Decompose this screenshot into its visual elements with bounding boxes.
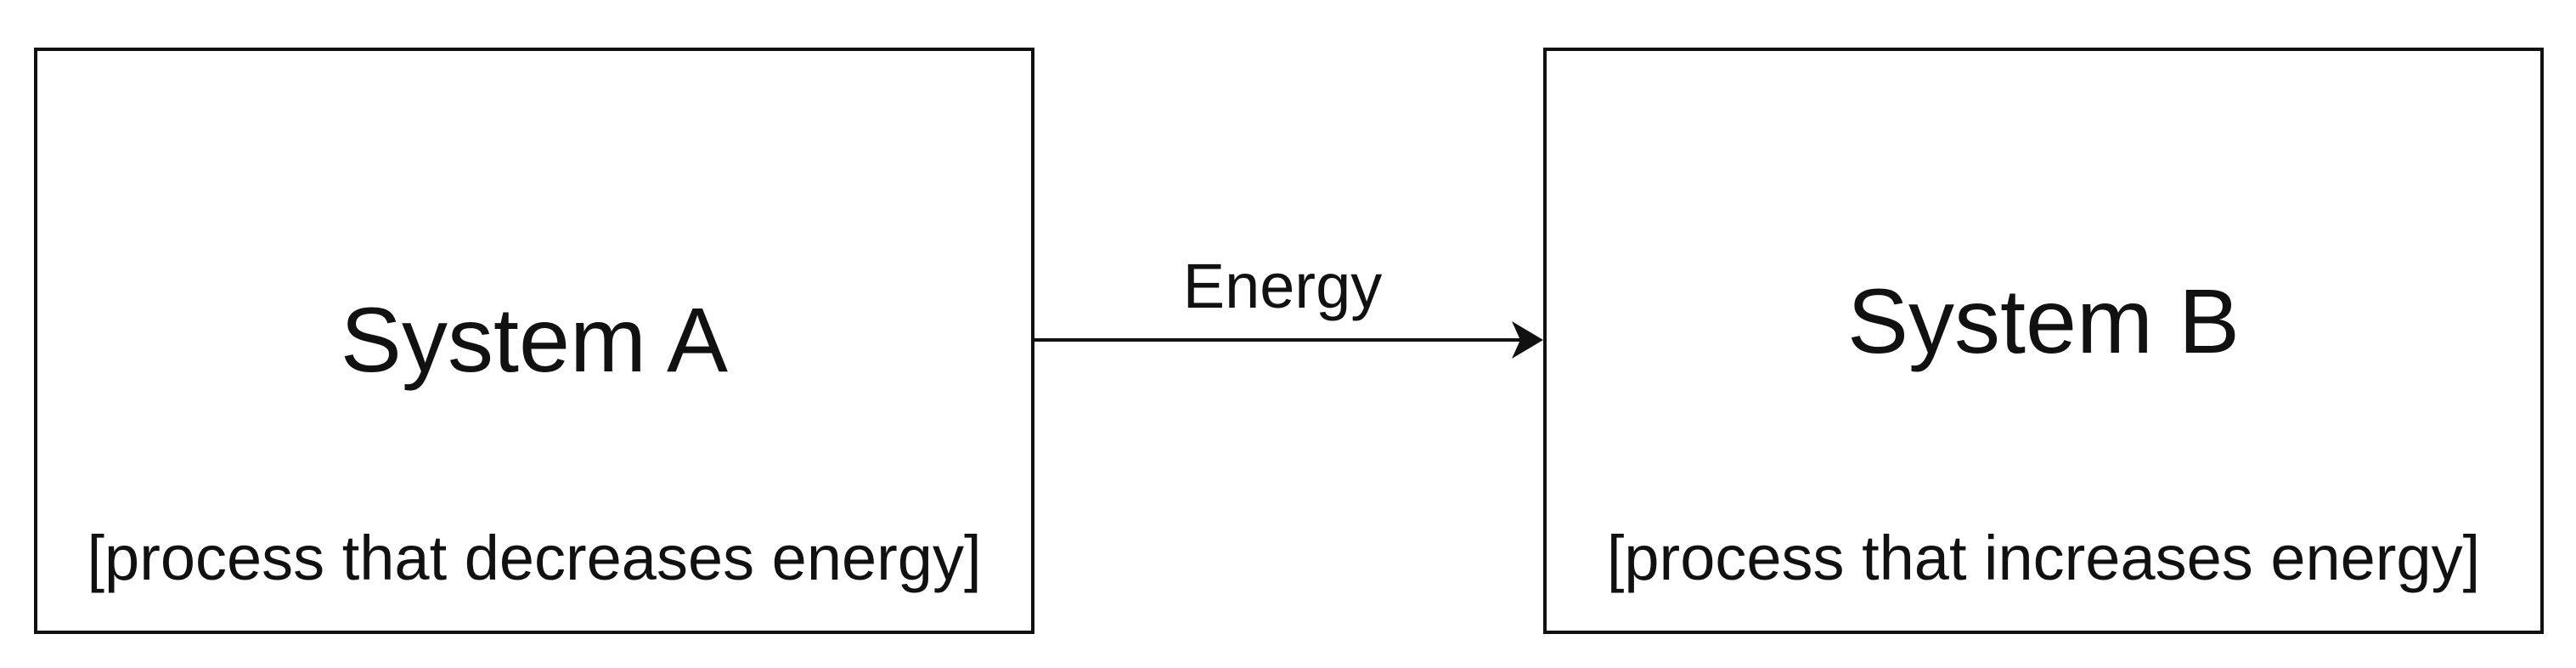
system-a-process: [process that decreases energy] <box>87 523 982 593</box>
energy-arrow-label: Energy <box>1182 251 1383 321</box>
system-a-title: System A <box>340 288 729 391</box>
energy-arrow <box>1034 321 1543 359</box>
system-b-title: System B <box>1846 269 2241 372</box>
energy-arrowhead-icon <box>1512 321 1543 359</box>
system-a-box: System A [process that decreases energy] <box>34 48 1034 634</box>
system-b-process: [process that increases energy] <box>1606 523 2481 593</box>
system-b-box: System B [process that increases energy] <box>1543 48 2544 634</box>
